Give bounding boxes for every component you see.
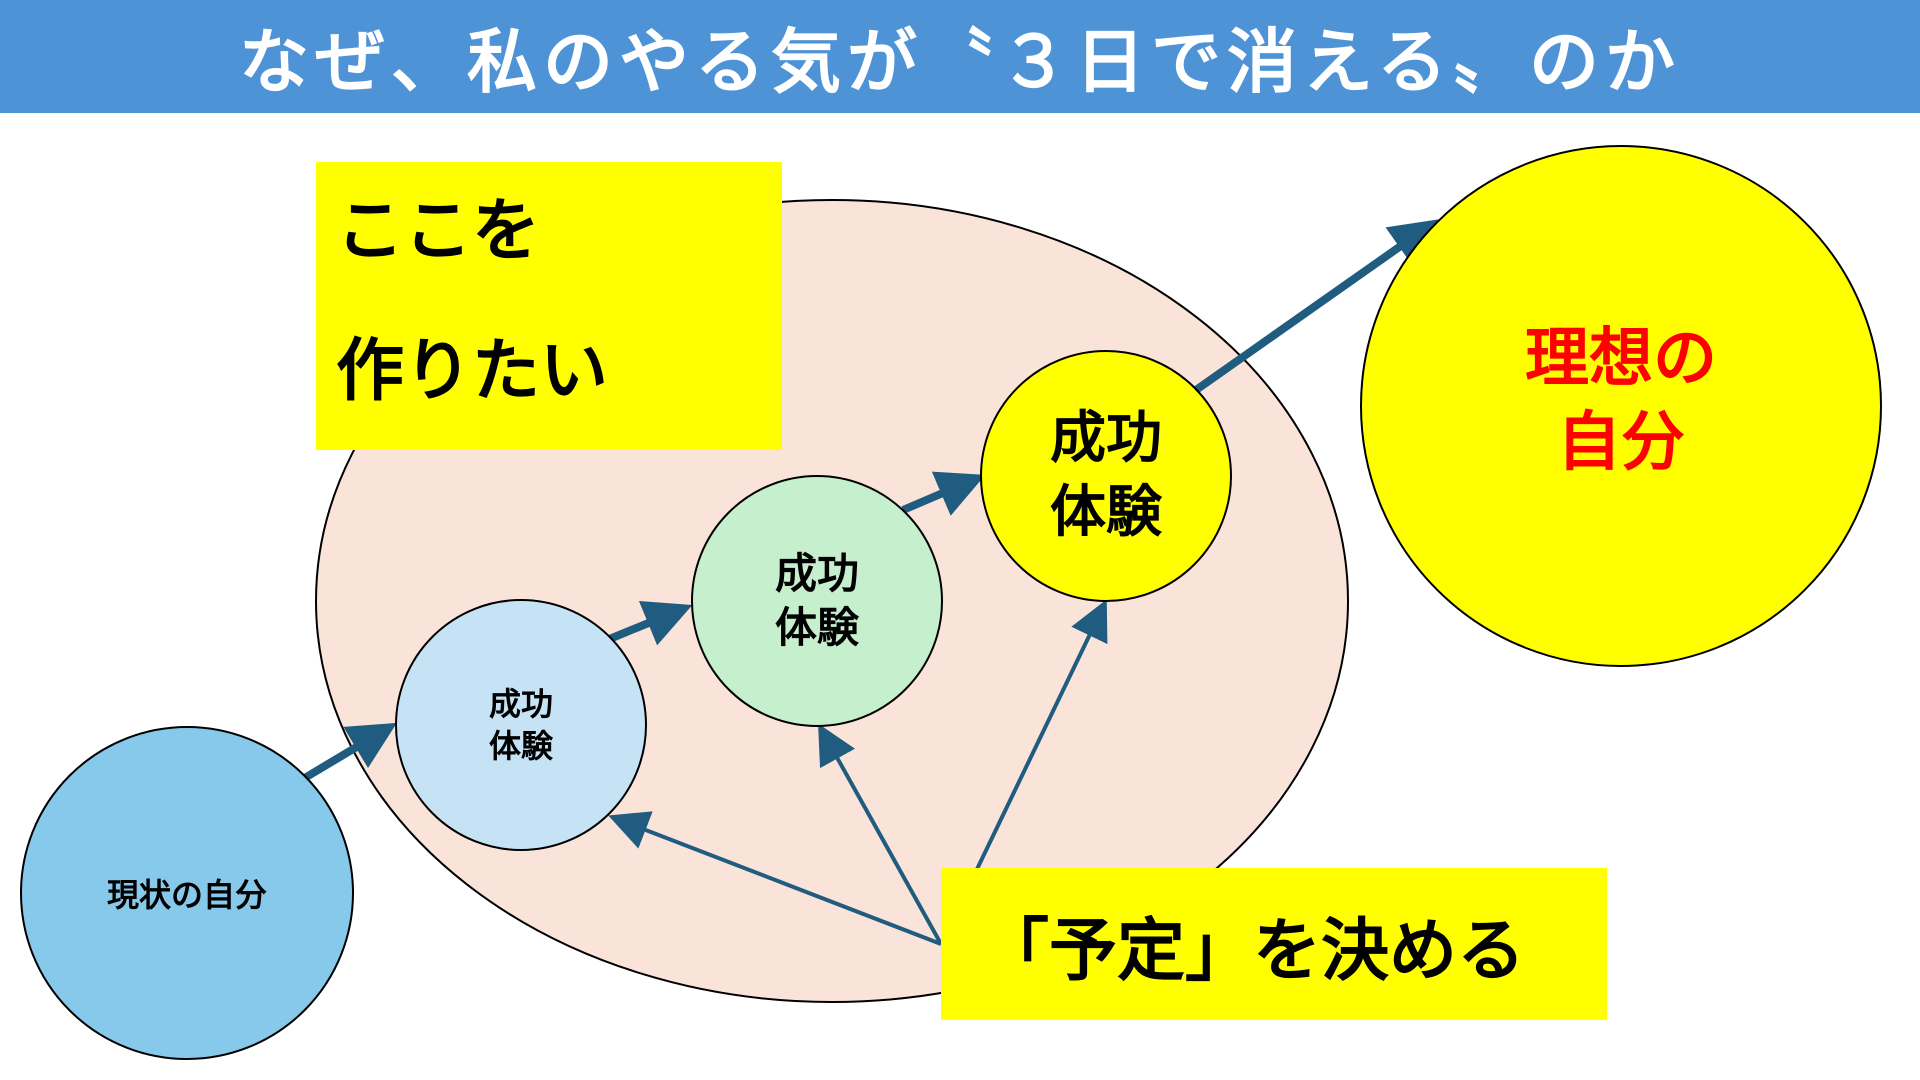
success-2-node xyxy=(691,475,943,727)
success-1-label-line-2: 体験 xyxy=(488,727,553,765)
success-1-label-line-1: 成功 xyxy=(488,685,553,723)
current-self-label: 現状の自分 xyxy=(37,853,337,933)
ideal-self-label-line-2: 自分 xyxy=(1557,406,1685,480)
page-title: なぜ、私のやる気が〝３日で消える〟のか xyxy=(239,21,1681,103)
arrow-success-1-to-success-2 xyxy=(605,600,693,646)
schedule-callout-box: 「予定」を決める xyxy=(941,868,1607,1020)
arrow-current-to-success-1 xyxy=(300,722,397,783)
success-1-node xyxy=(395,599,647,851)
ideal-self-label-line-1: 理想の xyxy=(1525,322,1717,396)
current-self-label-text: 現状の自分 xyxy=(106,876,267,914)
success-2-label: 成功 体験 xyxy=(707,541,927,661)
success-3-label: 成功 体験 xyxy=(986,401,1226,551)
schedule-callout-label: 「予定」を決める xyxy=(981,911,1526,991)
ideal-self-node xyxy=(1360,145,1882,667)
success-1-label: 成功 体験 xyxy=(421,675,621,775)
arrow-schedule-to-success-1 xyxy=(608,811,942,946)
success-3-label-line-1: 成功 xyxy=(1050,406,1162,471)
arrow-success-3-to-ideal xyxy=(1193,219,1439,394)
goal-callout-box: ここを 作りたい xyxy=(316,162,782,450)
arrow-success-2-to-success-3 xyxy=(901,471,986,516)
goal-callout-line-1: ここを xyxy=(336,192,541,271)
ideal-self-label: 理想の 自分 xyxy=(1451,316,1791,486)
arrow-schedule-to-success-2 xyxy=(818,723,943,945)
success-2-label-line-2: 体験 xyxy=(774,603,859,652)
current-self-node xyxy=(20,726,354,1060)
success-2-label-line-1: 成功 xyxy=(774,549,859,598)
goal-callout-line-2: 作りたい xyxy=(336,332,609,411)
title-bar: なぜ、私のやる気が〝３日で消える〟のか xyxy=(0,0,1920,113)
success-3-label-line-2: 体験 xyxy=(1050,480,1162,545)
success-3-node xyxy=(980,350,1232,602)
